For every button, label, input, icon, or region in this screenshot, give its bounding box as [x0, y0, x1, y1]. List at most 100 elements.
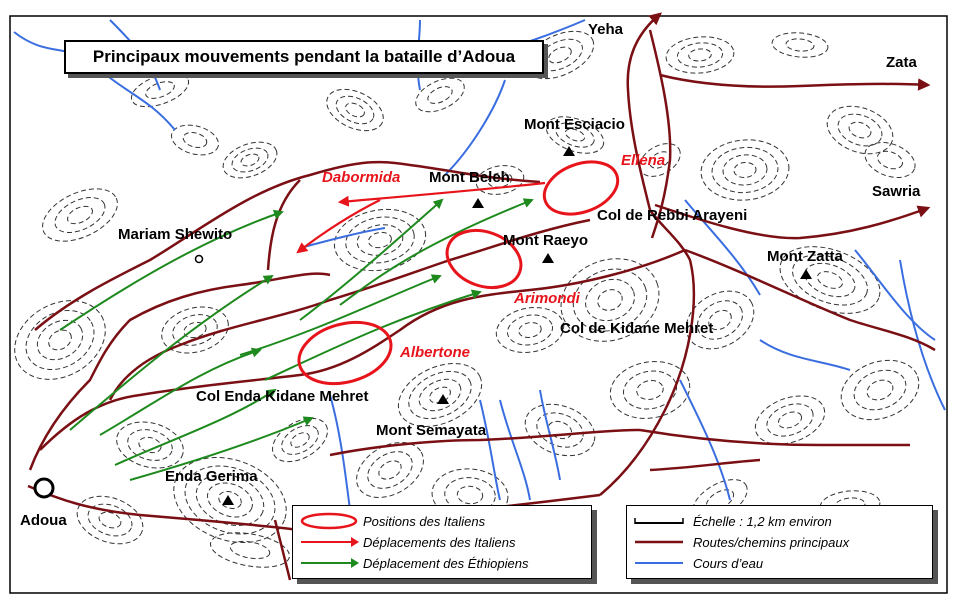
road — [39, 248, 686, 451]
contour-line — [572, 268, 648, 332]
road — [273, 519, 292, 581]
contour-line — [333, 208, 427, 272]
place-label-mont-semayata: Mont Semayata — [376, 422, 487, 439]
contour-line — [771, 32, 829, 58]
contour-line — [754, 395, 826, 445]
legend-row-italian-moves: Déplacements des Italiens — [293, 533, 515, 551]
mountain-icon — [472, 198, 484, 208]
legend-row-scale: Échelle : 1,2 km environ — [627, 512, 832, 530]
contour-line — [222, 141, 278, 179]
legend-roads-label: Routes/chemins principaux — [693, 534, 850, 550]
contour-line — [777, 411, 803, 429]
road-line-icon — [635, 540, 683, 544]
legend-scale-label: Échelle : 1,2 km environ — [693, 513, 832, 529]
ethiopian-arrow — [339, 198, 534, 306]
ethiopian-arrow — [239, 274, 442, 356]
contour-line — [688, 48, 712, 62]
road — [659, 73, 931, 91]
place-label-col-kidane: Col de Kidane Mehret — [560, 320, 714, 337]
contour-line — [766, 403, 814, 437]
contour-line — [560, 258, 660, 342]
contour-line — [25, 309, 95, 371]
contour-line — [98, 511, 122, 529]
river — [684, 199, 761, 296]
green-arrow-icon — [301, 558, 359, 568]
place-label-yeha: Yeha — [588, 21, 624, 38]
mountain-icon — [222, 495, 234, 505]
road — [639, 428, 910, 447]
contour-line — [378, 460, 402, 480]
legend-ethiopian-moves-label: Déplacement des Éthiopiens — [363, 555, 529, 571]
mountain-icon — [800, 269, 812, 279]
mountain-icon — [542, 253, 554, 263]
contour-line — [171, 124, 219, 156]
contour-line — [708, 309, 732, 331]
italian-unit-arimondi: Arimondi — [514, 290, 580, 307]
contour-line — [826, 105, 894, 155]
contour-line — [183, 321, 207, 339]
ethiopian-arrow — [99, 347, 262, 436]
ethiopian-arrow — [299, 198, 444, 321]
legend-row-rivers: Cours d’eau — [627, 554, 763, 572]
contour-line — [427, 86, 453, 104]
contour-line — [555, 122, 595, 148]
contour-line — [564, 128, 586, 142]
road — [648, 29, 672, 239]
contour-line — [792, 254, 868, 306]
contour-line — [397, 363, 483, 427]
contour-line — [116, 421, 184, 469]
contour-line — [356, 442, 424, 498]
italian-positions — [297, 160, 620, 386]
contour-line — [848, 121, 872, 139]
contour-line — [733, 161, 757, 179]
river — [854, 249, 936, 341]
contour-line — [840, 359, 920, 421]
contour-line — [415, 77, 465, 113]
river-line-icon — [635, 562, 683, 564]
ethiopian-arrow — [129, 416, 314, 481]
place-label-zata: Zata — [886, 54, 917, 71]
scale-bar-icon — [634, 518, 684, 524]
contour-line — [326, 88, 384, 132]
place-label-mont-raeyo: Mont Raeyo — [503, 232, 589, 249]
contour-line — [218, 490, 242, 510]
contour-line — [207, 482, 253, 518]
contour-line — [240, 153, 260, 167]
contour-line — [281, 425, 319, 455]
contour-line — [711, 146, 779, 194]
contour-line — [817, 271, 843, 289]
legend-row-roads: Routes/chemins principaux — [627, 533, 849, 551]
contour-line — [456, 485, 484, 505]
contour-line — [173, 456, 287, 544]
ellena-position — [542, 160, 620, 216]
river — [499, 399, 531, 501]
place-label-col-rebbi: Col de Rebbi Arayeni — [597, 207, 748, 224]
road — [34, 160, 541, 331]
contour-line — [548, 46, 572, 64]
red-arrow-icon — [301, 537, 359, 547]
place-label-mariam-shewito: Mariam Shewito — [118, 226, 233, 243]
contour-line — [42, 188, 118, 242]
contour-line — [161, 306, 229, 354]
place-label-adoua: Adoua — [20, 512, 67, 529]
river — [759, 339, 851, 371]
contour-line — [195, 473, 265, 527]
contour-line — [837, 113, 883, 147]
contour-line — [210, 532, 290, 568]
contour-line — [696, 300, 744, 340]
map-title: Principaux mouvements pendant la bataill… — [64, 40, 544, 74]
ethiopian-arrow — [264, 289, 482, 381]
road — [266, 179, 301, 271]
contour-line — [54, 197, 106, 233]
mountain-icon — [437, 394, 449, 404]
contour-line — [722, 154, 768, 186]
contour-line — [487, 172, 513, 188]
contour-line — [408, 370, 472, 420]
arimondi-position — [445, 228, 523, 290]
place-label-col-enda: Col Enda Kidane Mehret — [196, 388, 369, 405]
contour-line — [345, 102, 365, 118]
ethiopian-arrow — [114, 388, 277, 466]
contour-line — [536, 412, 584, 448]
contour-line — [609, 361, 691, 419]
contour-line — [585, 278, 635, 322]
